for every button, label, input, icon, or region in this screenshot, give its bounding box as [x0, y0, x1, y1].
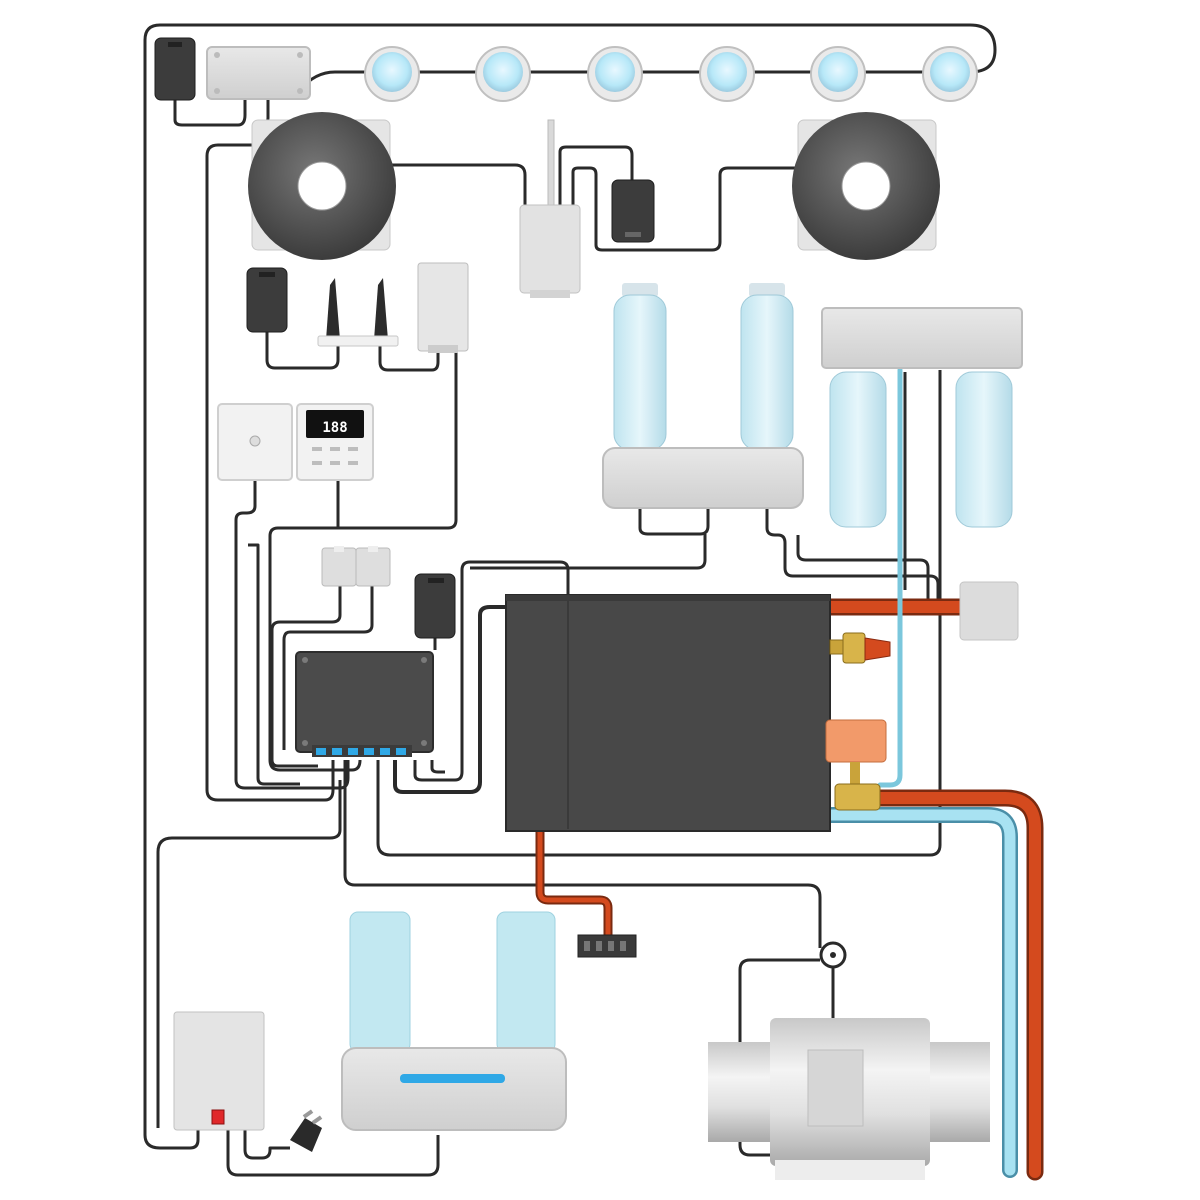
- cable-router2-adapter: [265, 332, 340, 370]
- steam-generator-icon[interactable]: [505, 594, 831, 832]
- ceiling-speaker-icon[interactable]: [248, 112, 396, 260]
- cable-plug: [243, 1128, 290, 1160]
- filter-cartridge-icon[interactable]: [349, 911, 411, 1053]
- cable-router2-gateway: [378, 345, 440, 372]
- recessed-light-icon[interactable]: [922, 46, 978, 102]
- cable-power-box: [226, 1128, 440, 1177]
- ceiling-lights: [364, 46, 978, 102]
- recessed-light-icon[interactable]: [699, 46, 755, 102]
- inline-duct-fan-icon[interactable]: [708, 1018, 990, 1180]
- cable-right-vertical: [376, 370, 942, 857]
- cable-bottles-4: [796, 535, 930, 600]
- fan-speed-controller-icon[interactable]: [819, 941, 847, 969]
- wall-switch-icon[interactable]: [217, 403, 293, 481]
- cable-box-generator-2: [413, 560, 570, 782]
- power-adapter-icon[interactable]: [154, 37, 196, 101]
- power-switch-icon[interactable]: [211, 1109, 225, 1125]
- cable-speakers: [390, 163, 527, 210]
- wifi-router-icon[interactable]: [317, 278, 399, 347]
- cable-fan-main: [343, 760, 822, 948]
- sensor-icon[interactable]: [355, 546, 391, 587]
- cable-box-generator: [393, 605, 508, 794]
- cables: [143, 23, 997, 1177]
- water-treatment-unit: [341, 911, 567, 1131]
- power-supply-box[interactable]: [173, 1011, 265, 1131]
- light-controller-box[interactable]: [206, 46, 311, 100]
- filter-cartridge-icon[interactable]: [496, 911, 556, 1053]
- cable-sensor2: [282, 585, 374, 750]
- scent-dosing-unit: [602, 283, 804, 509]
- power-plug-icon[interactable]: [290, 1109, 323, 1152]
- cable-bottles-1: [638, 508, 710, 536]
- power-adapter-icon[interactable]: [611, 179, 655, 243]
- terminal-block-icon[interactable]: [577, 934, 637, 958]
- recessed-light-icon[interactable]: [364, 46, 420, 102]
- control-box-icon[interactable]: [295, 651, 434, 757]
- cable-gateway-down: [268, 352, 458, 772]
- safety-valve-icon[interactable]: [829, 632, 891, 664]
- cable-router-adapter: [558, 145, 634, 205]
- cable-adapter-top: [173, 100, 247, 127]
- recessed-light-icon[interactable]: [587, 46, 643, 102]
- bottle-icon[interactable]: [740, 283, 794, 451]
- cable-bottles-3: [765, 508, 940, 600]
- thin-water-line: [877, 367, 903, 788]
- ceiling-speaker-icon[interactable]: [792, 112, 940, 260]
- cable-bottles-2: [470, 534, 707, 570]
- thermostat-display-value: 188: [322, 420, 347, 436]
- status-led-bar: [400, 1074, 505, 1083]
- sensor-icon[interactable]: [321, 546, 357, 587]
- steam-head-icon[interactable]: [959, 581, 1019, 641]
- power-adapter-icon[interactable]: [246, 267, 288, 333]
- gateway-box[interactable]: [417, 262, 469, 353]
- cable-box-right: [430, 760, 445, 774]
- solenoid-valve-icon[interactable]: [825, 719, 887, 811]
- thermostat-panel[interactable]: 188: [296, 403, 374, 481]
- cable-lower-left-loop: [156, 780, 342, 1128]
- scent-dosing-unit-2: [821, 307, 1023, 528]
- cable-sensor1: [270, 585, 342, 768]
- router-icon[interactable]: [519, 119, 581, 298]
- bottle-icon[interactable]: [613, 283, 667, 451]
- recessed-light-icon[interactable]: [810, 46, 866, 102]
- pipes: [535, 367, 1044, 1181]
- cable-left-trunk: [205, 143, 335, 802]
- recessed-light-icon[interactable]: [475, 46, 531, 102]
- cable-router-right-speaker: [571, 166, 795, 252]
- bottle-icon[interactable]: [829, 371, 887, 528]
- bottle-icon[interactable]: [955, 371, 1013, 528]
- cable-left-trunk2: [248, 543, 300, 786]
- power-adapter-icon[interactable]: [414, 573, 456, 639]
